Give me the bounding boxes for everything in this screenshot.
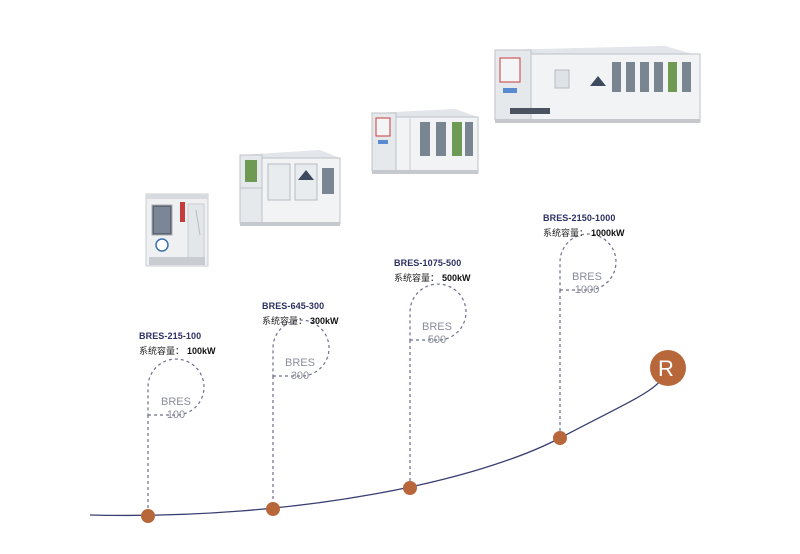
milestone-dot-2: [266, 502, 280, 516]
capacity-label-2: 系统容量：: [262, 316, 308, 326]
brand-logo-letter: R: [658, 356, 674, 381]
capacity-value-2: 300kW: [310, 316, 339, 326]
model-title-1: BRES-215-100: [139, 331, 202, 341]
model-title-3: BRES-1075-500: [394, 258, 462, 268]
bubble-3-line-1: BRES: [422, 321, 452, 333]
bubble-2-line-2: 300: [291, 370, 309, 382]
bubble-2-line-1: BRES: [285, 357, 315, 369]
capacity-value-4: 1000kW: [591, 228, 625, 238]
bubble-4-line-2: 1000: [575, 284, 599, 296]
capacity-label-3: 系统容量：: [394, 273, 440, 283]
growth-curve: [89, 367, 669, 517]
capacity-value-1: 100kW: [187, 346, 216, 356]
model-capacity-4: 系统容量：1000kW: [543, 226, 625, 239]
brand-logo: [650, 350, 686, 386]
product-image-bres-1075-500: [371, 109, 479, 174]
model-title-2: BRES-645-300: [262, 301, 325, 311]
capacity-value-3: 500kW: [442, 273, 471, 283]
bubble-1-line-2: 100: [167, 409, 185, 421]
bubble-4-line-1: BRES: [572, 271, 602, 283]
bubble-4: [559, 233, 617, 291]
product-image-bres-645-300: [239, 150, 341, 226]
bubble-1-line-1: BRES: [161, 396, 191, 408]
milestone-dot-4: [553, 431, 567, 445]
milestone-dot-3: [403, 481, 417, 495]
capacity-label-1: 系统容量：: [139, 346, 185, 356]
product-image-bres-2150-1000: [494, 46, 701, 123]
model-capacity-3: 系统容量：500kW: [394, 271, 471, 284]
milestone-dot-1: [141, 509, 155, 523]
capacity-label-4: 系统容量：: [543, 228, 589, 238]
bubble-3-line-2: 500: [428, 334, 446, 346]
model-title-4: BRES-2150-1000: [543, 213, 616, 223]
product-image-bres-215-100: [145, 193, 209, 267]
model-capacity-1: 系统容量：100kW: [139, 344, 216, 357]
model-capacity-2: 系统容量：300kW: [262, 314, 339, 327]
